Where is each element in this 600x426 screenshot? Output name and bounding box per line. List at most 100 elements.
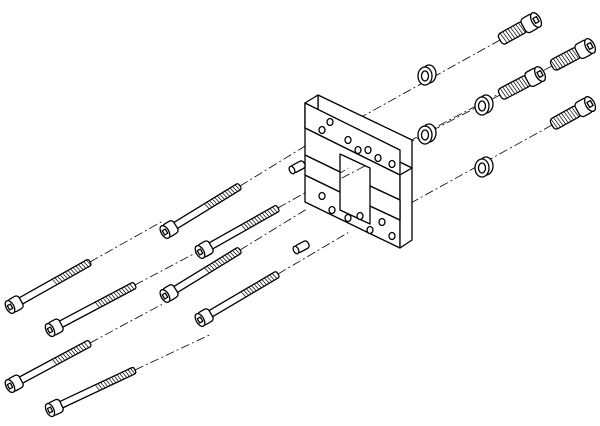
plate-hole — [354, 145, 362, 155]
thread-line — [240, 291, 247, 298]
thread-line — [243, 223, 249, 229]
thread-line — [206, 265, 213, 272]
thread-line — [271, 273, 278, 279]
hex-socket — [161, 228, 169, 236]
thread-line — [243, 289, 249, 296]
thread-line — [72, 267, 79, 274]
thread-line — [70, 268, 76, 275]
thread-line — [116, 374, 122, 381]
thread-line — [62, 353, 68, 360]
center-line — [239, 208, 308, 251]
thread-line — [499, 88, 508, 99]
thread-line — [54, 357, 60, 364]
center-line — [337, 39, 501, 131]
center-line — [89, 303, 163, 344]
thread-line — [78, 344, 84, 351]
thread-line — [227, 253, 233, 260]
thread-line — [67, 350, 74, 357]
washer-hole — [477, 162, 487, 174]
plate-slot-right — [369, 185, 401, 221]
thread-line — [83, 341, 89, 348]
center-line — [380, 124, 553, 220]
washer — [474, 94, 494, 116]
thread-line — [504, 30, 513, 41]
plate-hole — [328, 205, 336, 215]
thread-line — [507, 83, 516, 95]
plate-hole — [318, 125, 326, 135]
short-screw — [549, 96, 597, 130]
thread-line — [65, 351, 71, 358]
thread-line — [510, 27, 518, 38]
dowel-pin — [292, 240, 310, 255]
thread-line — [67, 270, 73, 276]
thread-line — [116, 290, 122, 297]
thread-line — [507, 28, 516, 39]
long-screw — [44, 366, 137, 418]
thread-line — [258, 280, 265, 287]
thread-line — [256, 282, 262, 289]
thread-line — [515, 79, 524, 90]
thread-line — [227, 189, 233, 196]
thread-line — [251, 285, 257, 292]
thread-line — [73, 347, 79, 354]
thread-line — [94, 301, 100, 308]
thread-line — [246, 221, 252, 228]
thread-line — [558, 114, 567, 125]
plate-hole — [344, 135, 352, 145]
thread-line — [248, 286, 254, 293]
thread-line — [119, 373, 125, 380]
thread-line — [122, 371, 128, 378]
thread-line — [518, 78, 526, 89]
thread-line — [105, 296, 111, 303]
thread-line — [65, 271, 71, 278]
washer — [417, 64, 437, 86]
thread-line — [253, 217, 260, 223]
thread-line — [75, 265, 81, 272]
thread-line — [267, 209, 273, 216]
thread-line — [269, 208, 275, 215]
thread-line — [550, 118, 559, 129]
hex-socket — [532, 15, 540, 25]
thread-line — [52, 359, 58, 365]
thread-line — [222, 192, 228, 199]
thread-line — [100, 382, 106, 389]
thread-line — [555, 115, 564, 126]
long-screw — [4, 340, 92, 394]
thread-line — [204, 267, 210, 274]
thread-line — [229, 187, 236, 194]
thread-line — [52, 278, 58, 285]
thread-line — [234, 248, 241, 255]
thread-line — [229, 251, 236, 258]
washer-hole — [420, 129, 430, 141]
hex-socket — [6, 382, 14, 390]
thread-line — [105, 379, 111, 386]
thread-line — [510, 82, 518, 93]
hex-socket — [586, 41, 594, 51]
thread-line — [269, 274, 275, 281]
thread-line — [108, 294, 114, 301]
thread-line — [108, 378, 114, 385]
thread-line — [571, 107, 580, 118]
long-screw — [194, 271, 280, 327]
thread-line — [57, 276, 63, 282]
thread-line — [204, 203, 210, 210]
hex-socket — [6, 303, 14, 311]
thread-line — [111, 376, 117, 384]
thread-line — [505, 85, 513, 96]
thread-line — [78, 264, 84, 271]
hex-socket — [46, 406, 54, 414]
thread-line — [59, 274, 66, 281]
thread-line — [121, 287, 127, 294]
thread-line — [124, 286, 130, 293]
thread-line — [518, 22, 526, 33]
thread-line — [216, 259, 223, 266]
thread-line — [130, 368, 136, 375]
washer-hole — [420, 70, 430, 82]
plate-hole — [356, 211, 364, 221]
short-screw — [549, 37, 597, 71]
thread-line — [97, 300, 103, 307]
thread-line — [232, 186, 238, 192]
thread-line — [127, 369, 133, 376]
thread-line — [113, 375, 119, 382]
thread-line — [240, 224, 247, 231]
